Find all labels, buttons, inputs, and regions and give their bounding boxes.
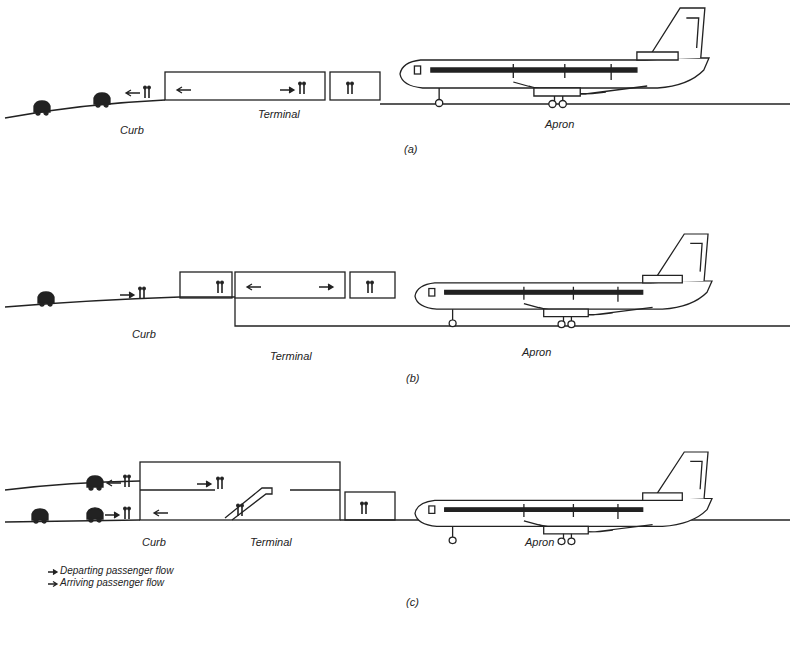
part-label: Terminal <box>270 350 312 362</box>
part-label: Terminal <box>250 536 292 548</box>
part-label: (a) <box>404 143 417 155</box>
part-label: Curb <box>120 124 144 136</box>
part-label: (c) <box>406 596 419 608</box>
legend-text: Arriving passenger flow <box>60 577 164 588</box>
part-label: Apron <box>545 118 574 130</box>
part-label: Curb <box>132 328 156 340</box>
part-label: Terminal <box>258 108 300 120</box>
part-label: Apron <box>525 536 554 548</box>
part-label: Curb <box>142 536 166 548</box>
part-label: Apron <box>522 346 551 358</box>
part-label: (b) <box>406 372 419 384</box>
legend-text: Departing passenger flow <box>60 565 173 576</box>
